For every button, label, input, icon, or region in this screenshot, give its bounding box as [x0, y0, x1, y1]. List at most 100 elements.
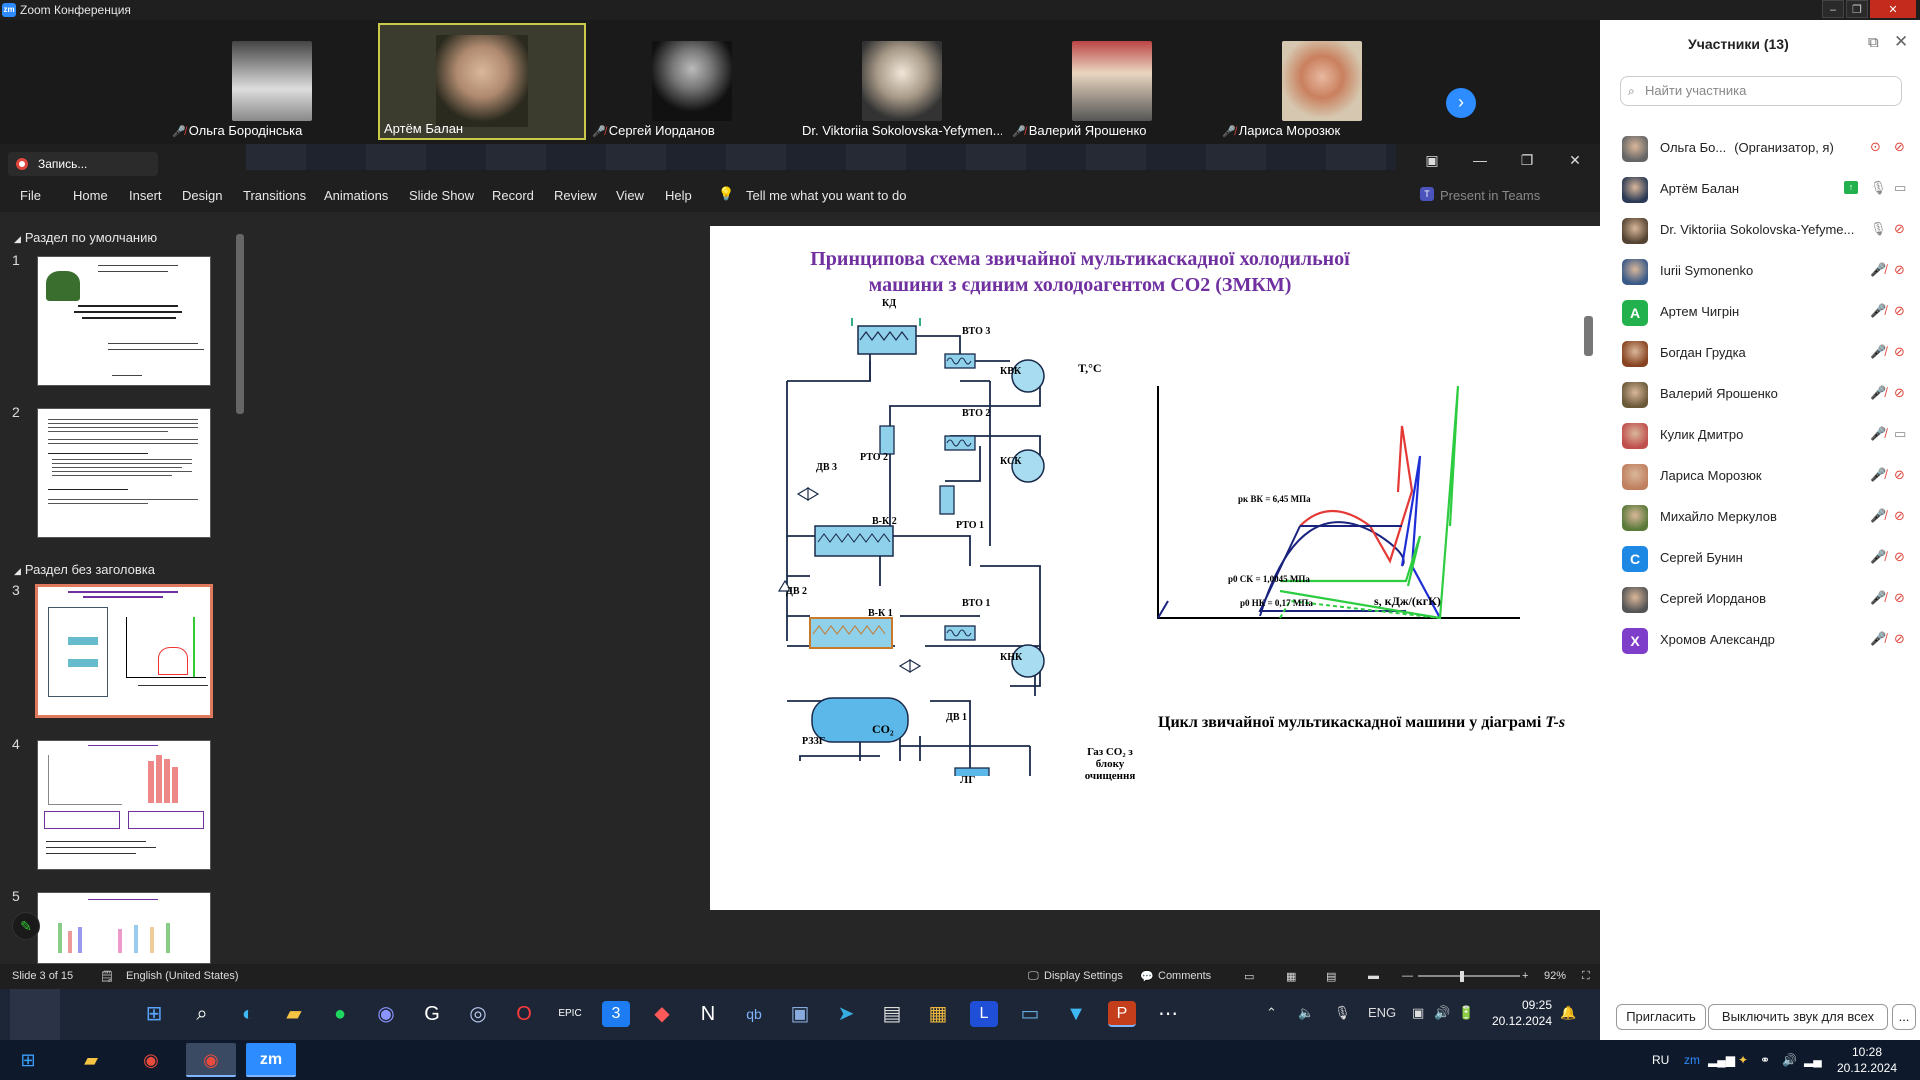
powerpoint-icon[interactable]: P [1108, 1001, 1136, 1027]
present-in-teams-button[interactable]: Present in Teams [1440, 188, 1541, 203]
discord-icon[interactable]: ◉ [377, 1003, 395, 1025]
display-icon[interactable]: ▣ [1412, 1005, 1425, 1020]
opera-icon[interactable]: O [516, 1003, 532, 1025]
windows-start-icon[interactable]: ⊞ [145, 1003, 163, 1025]
tab-transitions[interactable]: Transitions [243, 188, 307, 203]
participant-row[interactable]: Михайло Меркулов🎤̸⊘ [1600, 497, 1920, 537]
chrome-icon[interactable]: ◉ [143, 1050, 159, 1070]
mic-icon[interactable]: 🎙 [1334, 1005, 1351, 1020]
slide-thumbnail-2[interactable] [37, 408, 211, 538]
app-l-icon[interactable]: L [970, 1001, 998, 1027]
invite-button[interactable]: Пригласить [1616, 1004, 1706, 1030]
tab-home[interactable]: Home [73, 188, 108, 203]
ppt-close-button[interactable]: ✕ [1569, 152, 1581, 168]
annotate-pen-icon[interactable]: ✎ [12, 912, 40, 940]
wifi-icon[interactable]: ▂▄ [1804, 1053, 1822, 1067]
video-tile[interactable]: 🎤̸Лариса Морозюк [1218, 23, 1426, 140]
more-options-button[interactable]: ... [1892, 1004, 1916, 1030]
ppt-restore-button[interactable]: ❐ [1520, 152, 1534, 168]
reading-view-icon[interactable]: ▤ [1326, 971, 1337, 983]
current-slide[interactable]: Принципова схема звичайної мультикаскадн… [710, 226, 1627, 910]
video-tile-active[interactable]: Артём Балан [378, 23, 586, 140]
tray-chevron-icon[interactable]: ⌃ [1266, 1005, 1277, 1020]
mute-all-button[interactable]: Выключить звук для всех [1708, 1004, 1888, 1030]
chrome-icon-active[interactable]: ◉ [186, 1043, 236, 1077]
tab-animations[interactable]: Animations [324, 188, 389, 203]
zoom-tray-icon[interactable]: zm [1684, 1053, 1700, 1067]
battery-icon[interactable]: 🔋 [1458, 1005, 1475, 1020]
popout-icon[interactable]: ⧉ [1868, 34, 1879, 51]
section-header[interactable]: ◢Раздел без заголовка [14, 562, 155, 577]
tab-slide-show[interactable]: Slide Show [409, 188, 475, 203]
tab-file[interactable]: File [20, 188, 41, 203]
spotify-icon[interactable]: ● [333, 1003, 347, 1025]
language-status[interactable]: English (United States) [126, 970, 239, 982]
zoom-icon[interactable]: zm [246, 1043, 296, 1077]
participant-row[interactable]: Кулик Дмитро🎤̸▭ [1600, 415, 1920, 455]
tab-view[interactable]: View [616, 188, 644, 203]
volume-icon[interactable]: 🔈 [1298, 1005, 1315, 1020]
zoom-out-button[interactable]: — [1402, 970, 1413, 982]
video-tile[interactable]: 🎤̸Ольга Бородінська [168, 23, 376, 140]
zoom-slider-thumb[interactable] [1460, 971, 1464, 982]
ppt-minimize-button[interactable]: — [1473, 152, 1487, 168]
participant-row[interactable]: Артём Балан↑🎙▭ [1600, 169, 1920, 209]
tab-help[interactable]: Help [665, 188, 692, 203]
app-window-icon[interactable]: ▭ [1020, 1003, 1040, 1025]
notifications-icon[interactable]: 🔔 [1560, 1005, 1577, 1020]
local-input-language[interactable]: RU [1652, 1053, 1670, 1067]
app-monitor-icon[interactable]: ▣ [790, 1003, 810, 1025]
next-page-chevron-icon[interactable]: › [1446, 88, 1476, 118]
ribbon-display-icon[interactable]: ▣ [1425, 152, 1439, 168]
windows-start-icon[interactable]: ⊞ [20, 1050, 36, 1070]
epic-games-icon[interactable]: EPIC [558, 1008, 582, 1019]
slide-sorter-icon[interactable]: ▦ [1286, 971, 1297, 983]
participant-row[interactable]: Валерий Ярошенко🎤̸⊘ [1600, 374, 1920, 414]
qbittorrent-icon[interactable]: qb [746, 1006, 762, 1022]
slide-thumbnail-1[interactable] [37, 256, 211, 386]
app-red-icon[interactable]: ◆ [654, 1003, 670, 1025]
slideshow-view-icon[interactable]: ▬ [1368, 970, 1379, 982]
input-language[interactable]: ENG [1368, 1005, 1397, 1020]
tab-design[interactable]: Design [182, 188, 223, 203]
volume-icon[interactable]: 🔊 [1782, 1053, 1797, 1067]
search-icon[interactable]: ⌕ [196, 1003, 208, 1025]
participant-row[interactable]: Dr. Viktoriia Sokolovska-Yefyme...🎙⊘ [1600, 210, 1920, 250]
file-explorer-icon[interactable]: ▰ [286, 1003, 302, 1025]
zoom-level[interactable]: 92% [1544, 970, 1567, 982]
accessibility-icon[interactable]: 🗒 [100, 971, 114, 983]
minimize-button[interactable]: – [1822, 0, 1844, 18]
participant-row[interactable]: Лариса Морозюк🎤̸⊘ [1600, 456, 1920, 496]
fit-to-window-icon[interactable]: ⛶ [1582, 970, 1590, 982]
tab-review[interactable]: Review [554, 188, 597, 203]
app-n-icon[interactable]: N [700, 1003, 716, 1025]
signal-icon[interactable]: ▂▄▆ [1708, 1053, 1735, 1067]
tell-me-search[interactable]: Tell me what you want to do [746, 188, 907, 203]
participant-row[interactable]: Ольга Бо...(Организатор, я)⊙⊘ [1600, 128, 1920, 168]
restore-button[interactable]: ❐ [1846, 0, 1868, 18]
video-tile[interactable]: Dr. Viktoriia Sokolovska-Yefymen... [798, 23, 1006, 140]
comments-button[interactable]: Comments [1158, 970, 1212, 982]
remote-clock[interactable]: 09:25 20.12.2024 [1491, 998, 1552, 1028]
app-yellow-icon[interactable]: ▦ [928, 1003, 948, 1025]
app-v-icon[interactable]: ▼ [1066, 1003, 1086, 1025]
thumbnails-scrollbar[interactable] [234, 220, 246, 964]
participant-row[interactable]: Iurii Symonenko🎤̸⊘ [1600, 251, 1920, 291]
normal-view-icon[interactable]: ▭ [1244, 971, 1255, 983]
close-window-button[interactable]: ✕ [1870, 0, 1916, 18]
app-g-icon[interactable]: G [424, 1003, 440, 1025]
slide-scrollbar[interactable] [1582, 220, 1596, 960]
zoom-in-button[interactable]: + [1522, 970, 1529, 982]
network-icon[interactable]: ⚭ [1760, 1053, 1771, 1067]
app-doc-icon[interactable]: ▤ [882, 1003, 902, 1025]
steam-icon[interactable]: ◎ [469, 1003, 487, 1025]
video-tile[interactable]: 🎤̸Сергей Иорданов [588, 23, 796, 140]
section-header[interactable]: ◢Раздел по умолчанию [14, 230, 158, 245]
speaker-icon[interactable]: 🔊 [1434, 1005, 1451, 1020]
slide-thumbnail-4[interactable] [37, 740, 211, 870]
participant-row[interactable]: Сергей Иорданов🎤̸⊘ [1600, 579, 1920, 619]
telegram-icon[interactable]: ➤ [837, 1003, 855, 1025]
